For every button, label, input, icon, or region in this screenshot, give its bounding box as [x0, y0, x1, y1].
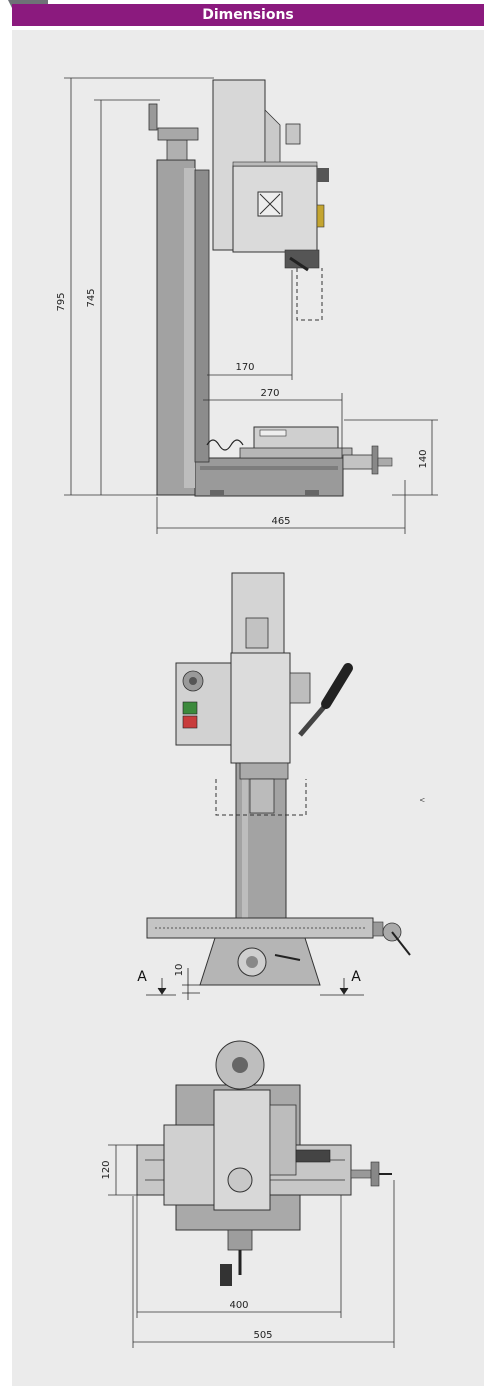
dimension-overall-height: 795 [56, 292, 67, 311]
dimension-section-offset: 10 [174, 964, 185, 977]
dimension-table-height: 140 [418, 449, 429, 468]
front-view-dimension-lines [146, 968, 364, 1000]
dimension-column-height: 745 [86, 288, 97, 307]
front-view-drawing [146, 572, 411, 986]
side-view-drawing [148, 79, 393, 497]
dimension-table-width: 120 [101, 1160, 112, 1179]
side-mark: V [418, 798, 425, 803]
dimension-overall-length: 505 [253, 1330, 272, 1341]
section-header: Dimensions [12, 4, 484, 26]
top-view-dimension-lines [108, 1144, 395, 1348]
section-title: Dimensions [202, 7, 294, 23]
dimension-overall-depth: 465 [271, 516, 290, 527]
dimension-spindle-reach: 170 [235, 362, 254, 373]
dimension-table-reach: 270 [260, 388, 279, 399]
section-label-left: A [137, 969, 147, 985]
section-label-right: A [351, 969, 361, 985]
dimension-table-travel: 400 [229, 1300, 248, 1311]
top-view-drawing [136, 1040, 392, 1286]
side-view-dimension-lines [64, 77, 438, 534]
